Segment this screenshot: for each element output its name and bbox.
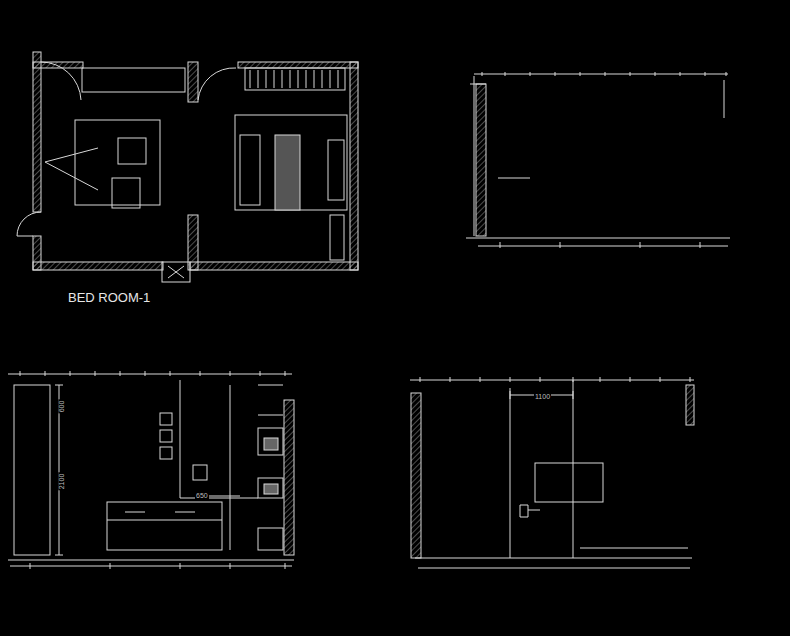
dimension-text: 2100 — [58, 473, 65, 491]
dimension-text: 600 — [59, 400, 66, 414]
dimension-text: 650 — [195, 492, 209, 499]
dimension-text: 1100 — [534, 393, 551, 400]
room-title: BED ROOM-1 — [68, 291, 150, 304]
